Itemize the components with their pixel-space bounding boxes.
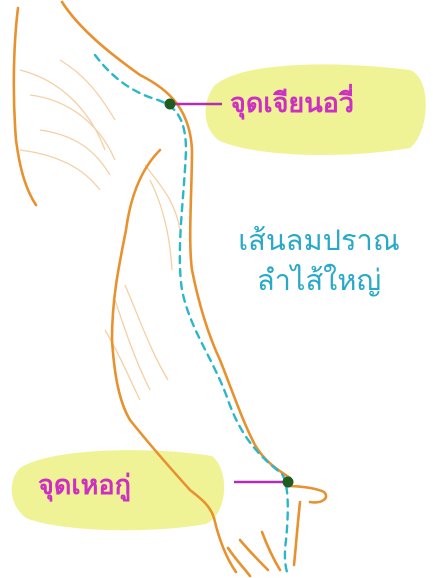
acupoint-dot-icon [165, 99, 176, 110]
meridian-name-line1: เส้นลมปราณ [226, 220, 412, 260]
acupoint-dot-icon [283, 477, 294, 488]
meridian-name-line2: ลำไส้ใหญ่ [226, 260, 412, 300]
upper-point-label: จุดเจียนอวี่ [230, 88, 354, 120]
arm-shading [20, 60, 180, 400]
meridian-name: เส้นลมปราณ ลำไส้ใหญ่ [226, 220, 412, 300]
lower-point-label: จุดเหอกู่ [38, 470, 131, 502]
